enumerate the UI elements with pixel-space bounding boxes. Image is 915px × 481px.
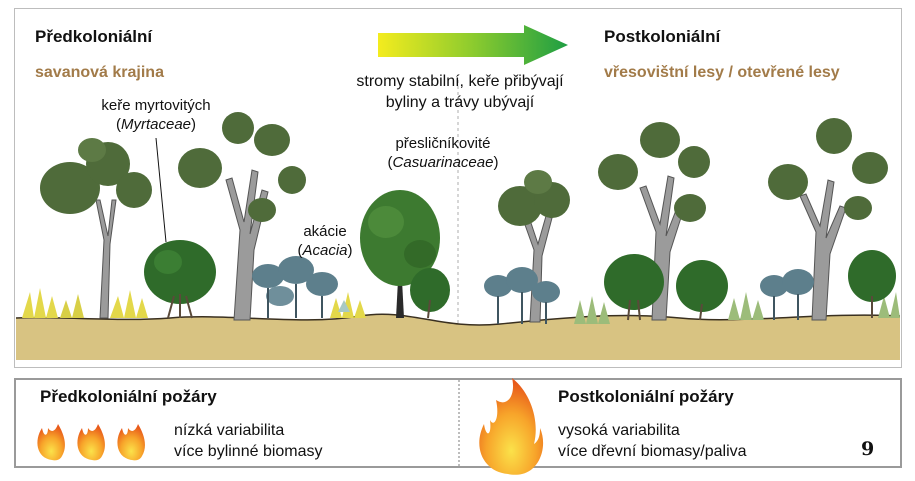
right-fires-line2: více dřevní biomasy/paliva [558, 441, 747, 462]
right-subtitle: vřesovištní lesy / otevřené lesy [604, 64, 840, 82]
trend-text-line1: stromy stabilní, keře přibývají [330, 71, 590, 92]
left-fires-line1: nízká variabilita [174, 420, 284, 441]
left-subtitle: savanová krajina [35, 64, 164, 82]
casuarina-label: přesličníkovité (Casuarinaceae) [358, 134, 528, 172]
acacia-shrub [484, 267, 560, 324]
left-fires-title: Předkoloniální požáry [40, 387, 217, 407]
myrtle-shrub [144, 240, 216, 318]
right-title: Postkoloniální [604, 27, 720, 47]
myrtle-shrub [676, 260, 728, 320]
acacia-shrub [760, 269, 814, 320]
right-fires-line1: vysoká variabilita [558, 420, 680, 441]
eucalypt-tree [498, 170, 570, 322]
trend-text: stromy stabilní, keře přibývají byliny a… [330, 71, 590, 113]
myrtle-shrub [410, 268, 450, 318]
casuarina-latin: Casuarinaceae [393, 154, 494, 171]
right-fires-title: Postkoloniální požáry [558, 387, 734, 407]
page-number: 9 [861, 438, 874, 460]
acacia-common: akácie [275, 222, 375, 241]
casuarina-common: přesličníkovité [358, 134, 528, 153]
acacia-latin-row: (Acacia) [275, 241, 375, 260]
acacia-label: akácie (Acacia) [275, 222, 375, 260]
flame-icon [479, 378, 543, 475]
flame-icon [117, 424, 145, 460]
myrtaceae-label: keře myrtovitých (Myrtaceae) [66, 96, 246, 134]
gradient-arrow [378, 25, 568, 65]
myrtaceae-latin-row: (Myrtaceae) [66, 115, 246, 134]
myrtaceae-latin: Myrtaceae [121, 116, 191, 133]
eucalypt-tree [40, 138, 152, 318]
left-fires-line2: více bylinné biomasy [174, 441, 323, 462]
myrtle-leader-line [156, 138, 166, 242]
myrtaceae-common: keře myrtovitých [66, 96, 246, 115]
casuarina-latin-row: (Casuarinaceae) [358, 153, 528, 172]
left-title: Předkoloniální [35, 27, 152, 47]
flame-icon [77, 424, 105, 460]
trend-text-line2: byliny a trávy ubývají [330, 92, 590, 113]
myrtle-shrub [848, 250, 896, 318]
acacia-shrub [252, 256, 338, 318]
acacia-latin: Acacia [302, 242, 347, 259]
flame-icon [37, 424, 65, 460]
